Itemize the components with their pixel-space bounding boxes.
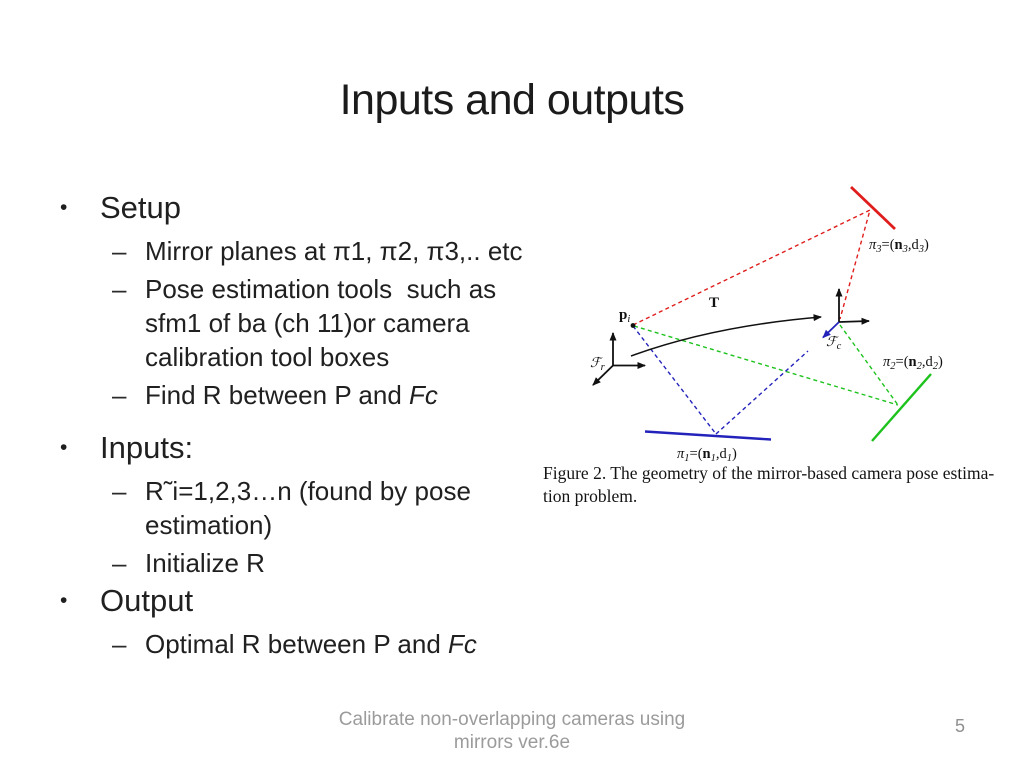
sub-bullet-line: calibration tool boxes: [145, 342, 390, 372]
mirror1-label: π1=(n1,d1): [677, 446, 737, 464]
mirror2-label: π2=(n2,d2): [883, 354, 943, 372]
mirror2-rays: [633, 324, 899, 406]
italic-fc: Fc: [409, 380, 438, 410]
footer-line1: Calibrate non-overlapping cameras using: [338, 709, 686, 730]
bullet-label: Inputs:: [100, 430, 194, 465]
frame-c-axes: [835, 288, 870, 325]
sub-bullet-line: R˜i=1,2,3…n (found by pose: [145, 476, 471, 506]
sub-bullet-line: Mirror planes at π1, π2, π3,.. etc: [145, 236, 523, 266]
frame-r-axes: [592, 332, 646, 386]
frame-c-label: ℱc: [826, 334, 842, 352]
dash-icon: –: [112, 476, 127, 506]
sub-bullet-line: Initialize R: [145, 548, 265, 578]
figure-caption-line2: tion problem.: [543, 486, 638, 506]
figure-caption-line1: Figure 2. The geometry of the mirror-bas…: [543, 463, 995, 483]
slide-title: Inputs and outputs: [339, 76, 685, 124]
bullet-item-setup: • Setup: [60, 186, 565, 230]
frame-r-label: ℱr: [590, 355, 606, 373]
dash-icon: –: [112, 629, 127, 659]
figure-diagram: pi T ℱr ℱc π3=(n3,d3) π2=(n2,d2) π1=(n1,…: [590, 185, 943, 464]
mirror2-plane: [871, 373, 932, 442]
mirror3-label: π3=(n3,d3): [869, 237, 929, 255]
point-pi-dot: [630, 323, 636, 328]
sub-bullet-pose-tools: – Pose estimation tools such as sfm1 of …: [60, 272, 565, 374]
dash-icon: –: [112, 380, 127, 410]
sub-bullet-r-estimates: – R˜i=1,2,3…n (found by pose estimation): [60, 474, 565, 542]
bullet-group-setup: • Setup – Mirror planes at π1, π2, π3,..…: [60, 186, 565, 416]
transform-label: T: [709, 295, 719, 311]
dash-icon: –: [112, 274, 127, 304]
sub-bullet-line: Find R between P and Fc: [145, 380, 438, 410]
mirror1-plane: [644, 430, 772, 441]
dash-icon: –: [112, 236, 127, 266]
dash-icon: –: [112, 548, 127, 578]
point-pi-label: pi: [619, 307, 630, 325]
sub-bullet-optimal-r: – Optimal R between P and Fc: [60, 627, 565, 661]
bullet-dot-icon: •: [60, 196, 68, 219]
transform-arrow: [630, 314, 822, 357]
frame-c-z-axis: [822, 321, 840, 339]
italic-fc: Fc: [448, 629, 477, 659]
page-number: 5: [954, 716, 965, 736]
bullet-item-output: • Output: [60, 579, 565, 623]
sub-bullet-mirror-planes: – Mirror planes at π1, π2, π3,.. etc: [60, 234, 565, 268]
mirror3-rays: [632, 208, 872, 326]
bullet-dot-icon: •: [60, 589, 68, 612]
bullet-label: Output: [100, 583, 194, 618]
mirror3-plane: [850, 185, 896, 231]
sub-bullet-line: estimation): [145, 510, 273, 540]
sub-bullet-line: sfm1 of ba (ch 11)or camera: [145, 308, 470, 338]
bullet-label: Setup: [100, 190, 182, 225]
sub-bullet-line: Optimal R between P and Fc: [145, 629, 477, 659]
sub-bullet-find-r: – Find R between P and Fc: [60, 378, 565, 412]
bullet-item-inputs: • Inputs:: [60, 426, 565, 470]
sub-bullet-initialize-r: – Initialize R: [60, 546, 565, 580]
bullet-group-inputs: • Inputs: – R˜i=1,2,3…n (found by pose e…: [60, 426, 565, 584]
sub-bullet-line: Pose estimation tools such as: [145, 274, 497, 304]
bullet-group-output: • Output – Optimal R between P and Fc: [60, 579, 565, 665]
footer-line2: mirrors ver.6e: [453, 732, 571, 753]
slide-footer: Calibrate non-overlapping cameras using …: [262, 708, 762, 754]
mirror1-rays: [632, 325, 809, 435]
bullet-dot-icon: •: [60, 436, 68, 459]
figure-caption: Figure 2. The geometry of the mirror-bas…: [543, 462, 1024, 508]
